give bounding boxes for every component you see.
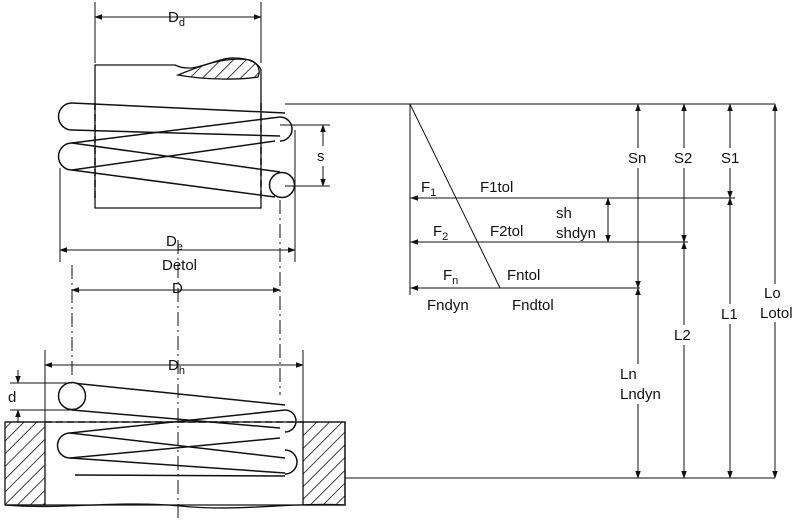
labels: Dd De Detol D Dh d s F1 F1tol F2 F2tol F… <box>8 9 793 406</box>
housing-left-wall <box>4 421 46 506</box>
housing-right-wall <box>302 421 346 506</box>
label-f1tol: F1tol <box>480 179 513 196</box>
label-de: De <box>166 233 183 253</box>
label-d-mean: D <box>172 280 183 297</box>
label-s: s <box>317 148 325 165</box>
label-lo: Lo <box>764 285 781 302</box>
label-fntol: Fntol <box>507 267 540 284</box>
label-l2: L2 <box>674 327 691 344</box>
bottom-spring-assembly <box>4 381 346 509</box>
label-dh: Dh <box>168 357 185 377</box>
label-sn: Sn <box>628 150 646 167</box>
label-masks <box>2 146 800 407</box>
label-detol: Detol <box>162 257 197 274</box>
label-fndyn: Fndyn <box>427 297 469 314</box>
label-sh: sh <box>556 205 572 222</box>
label-fn: Fn <box>443 267 458 287</box>
label-wire-d: d <box>8 389 16 406</box>
label-shdyn: shdyn <box>556 225 596 242</box>
top-spring-assembly <box>57 57 296 209</box>
mandrel-section-hatch <box>175 58 260 80</box>
label-dd: Dd <box>168 9 185 29</box>
label-f2: F2 <box>433 223 448 243</box>
label-l1: L1 <box>721 306 738 323</box>
label-s2: S2 <box>674 150 692 167</box>
label-fndtol: Fndtol <box>512 297 554 314</box>
label-lotol: Lotol <box>760 305 793 322</box>
label-f2tol: F2tol <box>490 223 523 240</box>
label-s1: S1 <box>721 150 739 167</box>
top-coils <box>57 102 296 199</box>
label-ln: Ln <box>620 366 637 383</box>
housing <box>5 421 346 506</box>
label-lndyn: Lndyn <box>620 386 661 403</box>
label-f1: F1 <box>421 179 436 199</box>
